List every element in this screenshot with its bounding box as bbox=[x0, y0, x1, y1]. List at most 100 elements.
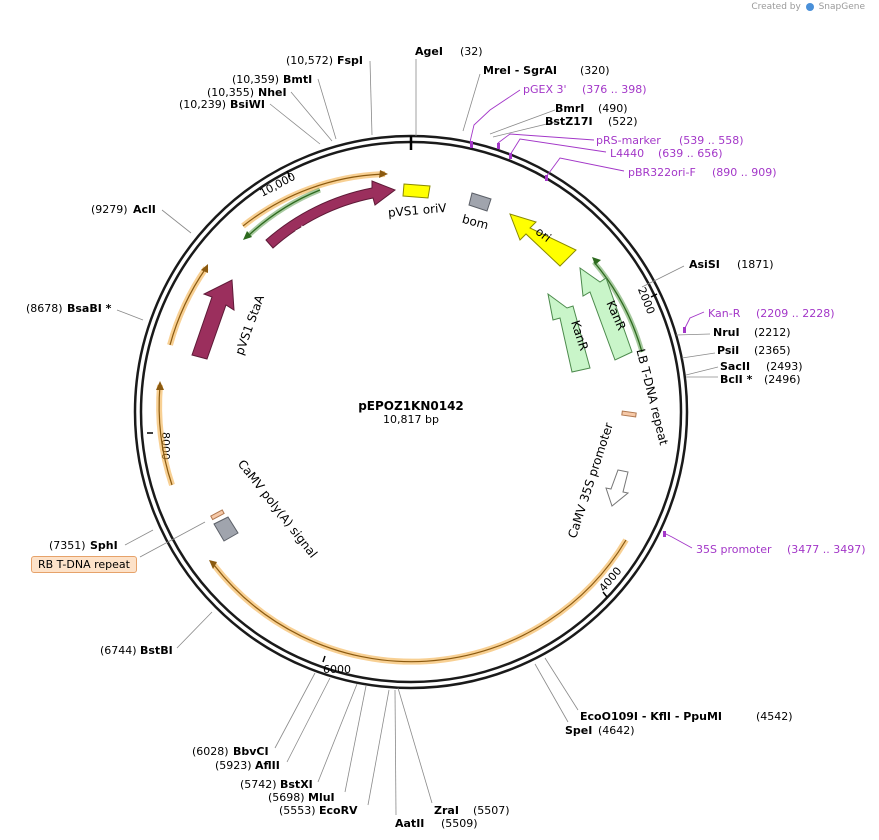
leader-fspi bbox=[369, 60, 373, 136]
credit-brand: SnapGene bbox=[818, 2, 865, 12]
pvs1-repa-feature[interactable] bbox=[265, 180, 397, 249]
leader-sphi bbox=[124, 529, 154, 546]
leader-acli bbox=[161, 209, 192, 234]
pvs1-staa-feature[interactable] bbox=[191, 279, 235, 360]
primer-name-kanr[interactable]: Kan-R bbox=[708, 307, 741, 320]
primer-name-35s[interactable]: 35S promoter bbox=[696, 543, 772, 556]
enzyme-pos-ecoo109i: (4542) bbox=[756, 710, 793, 723]
enzyme-name-bmri[interactable]: BmrI bbox=[555, 102, 584, 115]
enzyme-pos-mrei: (320) bbox=[580, 64, 610, 77]
bom-feature[interactable] bbox=[468, 192, 492, 212]
leader-aatii bbox=[394, 689, 397, 816]
enzyme-name-bstxi[interactable]: BstXI bbox=[280, 778, 313, 791]
primer-mark-prsmarker bbox=[497, 143, 500, 149]
enzyme-pos-spei: (4642) bbox=[598, 724, 635, 737]
primer-range-kanr: (2209 .. 2228) bbox=[756, 307, 835, 320]
enzyme-name-sacii[interactable]: SacII bbox=[720, 360, 750, 373]
enzyme-name-aatii[interactable]: AatII bbox=[395, 817, 424, 830]
enzyme-name-bcli[interactable]: BclI * bbox=[720, 373, 753, 386]
pvs1-oriv-feature[interactable] bbox=[402, 183, 431, 199]
enzyme-pos-aatii: (5509) bbox=[441, 817, 478, 830]
camv-polya-feature[interactable] bbox=[213, 516, 239, 542]
lb-repeat-feature[interactable] bbox=[621, 410, 637, 418]
enzyme-name-nhei[interactable]: NheI bbox=[258, 86, 287, 99]
leader-mlui bbox=[344, 685, 367, 793]
leader-pbr322orif bbox=[545, 157, 625, 178]
leader-asisi bbox=[641, 265, 685, 288]
bom-label: bom bbox=[461, 212, 490, 232]
tick-label-6000: 6000 bbox=[323, 663, 351, 676]
enzyme-name-acli[interactable]: AclI bbox=[133, 203, 156, 216]
orf-arc-left-line bbox=[169, 267, 207, 346]
enzyme-name-bbvci[interactable]: BbvCI bbox=[233, 745, 269, 758]
leader-psii bbox=[681, 352, 716, 359]
snapgene-logo-icon bbox=[805, 2, 814, 11]
enzyme-pos-fspi: (10,572) bbox=[286, 54, 333, 67]
enzyme-pos-ecorv: (5553) bbox=[279, 804, 316, 817]
leader-bstz17i bbox=[492, 121, 556, 138]
primer-mark-pbr322orif bbox=[545, 175, 548, 181]
primer-mark-35s bbox=[663, 531, 666, 537]
enzyme-name-sphi[interactable]: SphI bbox=[90, 539, 118, 552]
primer-labels: pGEX 3' (376 .. 398) pRS-marker (539 .. … bbox=[523, 83, 866, 556]
camv-35s-feature[interactable] bbox=[605, 469, 630, 507]
orf-arc-top-line bbox=[242, 173, 386, 227]
leader-nhei bbox=[290, 91, 333, 142]
orf-arc-bottom-line bbox=[213, 539, 627, 663]
leader-35s-primer bbox=[663, 532, 693, 549]
enzyme-pos-nrui: (2212) bbox=[754, 326, 791, 339]
primer-range-prsmarker: (539 .. 558) bbox=[679, 134, 744, 147]
enzyme-pos-nhei: (10,355) bbox=[207, 86, 254, 99]
enzyme-name-ecorv[interactable]: EcoRV bbox=[319, 804, 358, 817]
primer-name-l4440[interactable]: L4440 bbox=[610, 147, 644, 160]
enzyme-name-bsiwi[interactable]: BsiWI bbox=[230, 98, 265, 111]
leader-l4440 bbox=[509, 138, 607, 156]
enzyme-name-psii[interactable]: PsiI bbox=[717, 344, 739, 357]
enzyme-name-spei[interactable]: SpeI bbox=[565, 724, 592, 737]
rb-repeat-feature[interactable] bbox=[210, 509, 225, 521]
enzyme-name-fspi[interactable]: FspI bbox=[337, 54, 363, 67]
orf-arc-left-low-arrow bbox=[156, 381, 164, 390]
leader-aflii bbox=[286, 677, 331, 763]
leader-mrei bbox=[462, 73, 481, 132]
tick-10000 bbox=[286, 170, 291, 178]
pvs1-staa-label: pVS1 StaA bbox=[232, 292, 267, 357]
enzyme-name-bmti[interactable]: BmtI bbox=[283, 73, 312, 86]
leader-ecorv bbox=[367, 689, 390, 806]
enzyme-name-aflii[interactable]: AflII bbox=[255, 759, 280, 772]
enzyme-name-bstbi[interactable]: BstBI bbox=[140, 644, 173, 657]
ori-feature[interactable] bbox=[509, 213, 577, 267]
leader-bsabi bbox=[116, 309, 144, 321]
enzyme-name-bsabi[interactable]: BsaBI * bbox=[67, 302, 112, 315]
lb-repeat-label: LB T-DNA repeat bbox=[633, 347, 671, 446]
primer-range-35s: (3477 .. 3497) bbox=[787, 543, 866, 556]
kanr-inner-feature[interactable] bbox=[547, 292, 591, 373]
enzyme-name-zrai[interactable]: ZraI bbox=[434, 804, 459, 817]
enzyme-name-mrei[interactable]: MreI - SgrAI bbox=[483, 64, 557, 77]
primer-leaders bbox=[469, 89, 705, 549]
primer-name-prsmarker[interactable]: pRS-marker bbox=[596, 134, 661, 147]
primer-name-pbr322orif[interactable]: pBR322ori-F bbox=[628, 166, 696, 179]
enzyme-name-mlui[interactable]: MluI bbox=[308, 791, 335, 804]
enzyme-name-asisi[interactable]: AsiSI bbox=[689, 258, 720, 271]
rb-repeat-tag[interactable]: RB T-DNA repeat bbox=[31, 556, 137, 573]
leader-bbvci bbox=[274, 672, 316, 749]
orf-arc-top-arrow bbox=[379, 170, 388, 178]
orf-arcs bbox=[156, 170, 645, 665]
enzyme-pos-sphi: (7351) bbox=[49, 539, 86, 552]
enzyme-name-bstz17i[interactable]: BstZ17I bbox=[545, 115, 593, 128]
enzyme-pos-bstz17i: (522) bbox=[608, 115, 638, 128]
enzyme-pos-bmti: (10,359) bbox=[232, 73, 279, 86]
primer-name-pgex3[interactable]: pGEX 3' bbox=[523, 83, 567, 96]
enzyme-pos-bsiwi: (10,239) bbox=[179, 98, 226, 111]
enzyme-name-agei[interactable]: AgeI bbox=[415, 45, 443, 58]
orf-arc-green-top-line bbox=[247, 189, 321, 237]
leader-bmri bbox=[489, 109, 556, 135]
enzyme-name-ecoo109i[interactable]: EcoO109I - KflI - PpuMI bbox=[580, 710, 722, 723]
leader-bstxi bbox=[317, 683, 358, 783]
enzyme-name-nrui[interactable]: NruI bbox=[713, 326, 740, 339]
kanr-outer-feature[interactable] bbox=[579, 266, 633, 361]
enzyme-pos-psii: (2365) bbox=[754, 344, 791, 357]
orf-arc-green-right-line bbox=[593, 261, 643, 353]
